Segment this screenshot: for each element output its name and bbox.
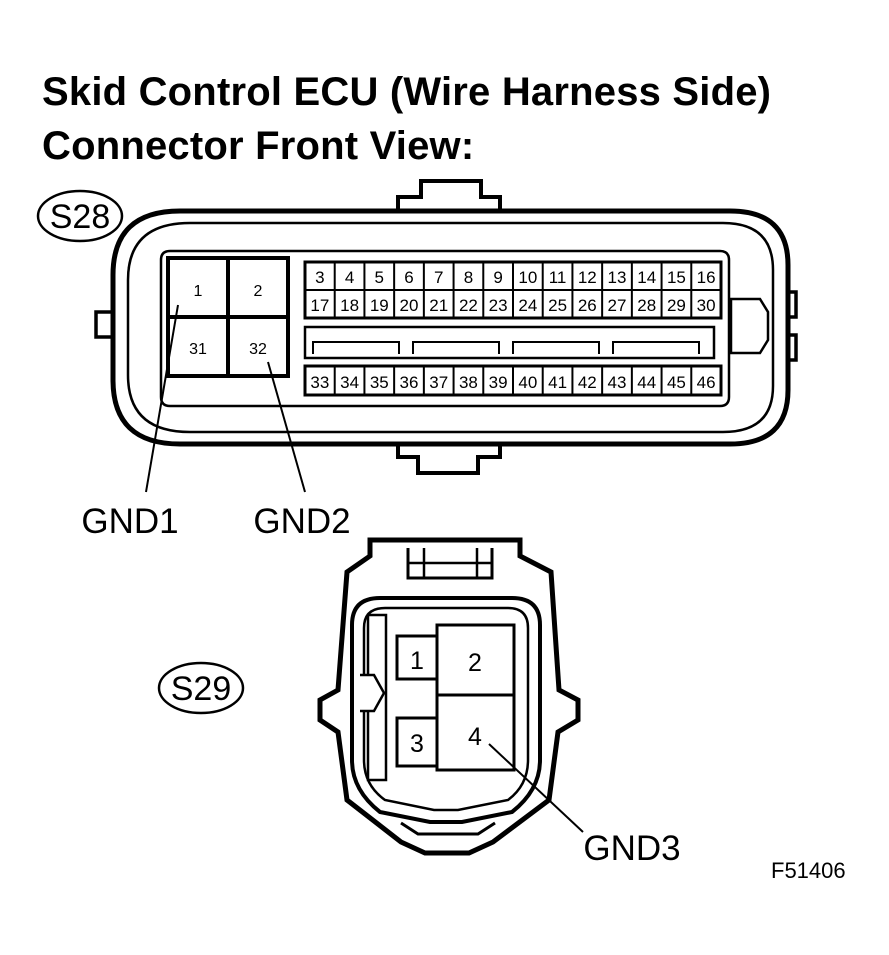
pin-label: 23 <box>489 296 508 315</box>
pin-label: 1 <box>410 647 424 675</box>
pin-label: 34 <box>340 373 359 392</box>
pin-label: 42 <box>578 373 597 392</box>
gnd3-leader-line <box>488 743 584 833</box>
pin-label: 41 <box>548 373 567 392</box>
gnd2-label: GND2 <box>253 502 350 541</box>
pin-label: 33 <box>310 373 329 392</box>
pin-label: 40 <box>518 373 537 392</box>
pin-label: 32 <box>249 341 267 358</box>
pin-label: 4 <box>345 268 354 287</box>
pin-label: 46 <box>697 373 716 392</box>
pin-label: 2 <box>254 283 263 300</box>
diagram-title: Skid Control ECU (Wire Harness Side) <box>42 70 772 114</box>
pin-label: 16 <box>697 268 716 287</box>
pin-label: 3 <box>410 730 424 758</box>
pin-label: 20 <box>400 296 419 315</box>
pin-label: 36 <box>400 373 419 392</box>
connector-s29 <box>157 537 584 856</box>
pin-label: 28 <box>637 296 656 315</box>
connector-s28-id: S28 <box>50 198 111 236</box>
pin-label: 5 <box>375 268 384 287</box>
pin-label: 22 <box>459 296 478 315</box>
pin-label: 35 <box>370 373 389 392</box>
pin-label: 31 <box>189 341 207 358</box>
pin-label: 38 <box>459 373 478 392</box>
pin-label: 37 <box>429 373 448 392</box>
connector-s29-id: S29 <box>171 670 232 708</box>
pin-label: 11 <box>549 268 567 287</box>
pin-label: 1 <box>194 283 203 300</box>
gnd3-label: GND3 <box>583 829 680 868</box>
figure-code: F51406 <box>771 858 846 883</box>
pin-label: 6 <box>404 268 413 287</box>
pin-label: 2 <box>468 649 482 677</box>
pin-label: 25 <box>548 296 567 315</box>
pin-label: 29 <box>667 296 686 315</box>
pin-label: 10 <box>518 268 537 287</box>
pin-label: 3 <box>315 268 324 287</box>
pin-label: 26 <box>578 296 597 315</box>
pin-label: 7 <box>434 268 443 287</box>
pin-label: 19 <box>370 296 389 315</box>
pin-label: 24 <box>518 296 537 315</box>
pin-label: 27 <box>608 296 627 315</box>
connector-s28 <box>36 179 798 493</box>
gnd1-leader-line <box>145 304 179 493</box>
pin-label: 12 <box>578 268 597 287</box>
pin-label: 44 <box>637 373 656 392</box>
pin-label: 45 <box>667 373 686 392</box>
pin-label: 9 <box>493 268 502 287</box>
pin-label: 18 <box>340 296 359 315</box>
pin-label: 8 <box>464 268 473 287</box>
gnd1-label: GND1 <box>81 502 178 541</box>
pin-label: 14 <box>637 268 656 287</box>
diagram-subtitle: Connector Front View: <box>42 124 475 168</box>
pin-label: 4 <box>468 723 482 751</box>
pin-label: 30 <box>697 296 716 315</box>
pin-label: 21 <box>429 296 448 315</box>
gnd2-leader-line <box>267 361 306 493</box>
pin-label: 15 <box>667 268 686 287</box>
pin-label: 13 <box>608 268 627 287</box>
pin-label: 39 <box>489 373 508 392</box>
pin-label: 17 <box>310 296 329 315</box>
pin-label: 43 <box>608 373 627 392</box>
